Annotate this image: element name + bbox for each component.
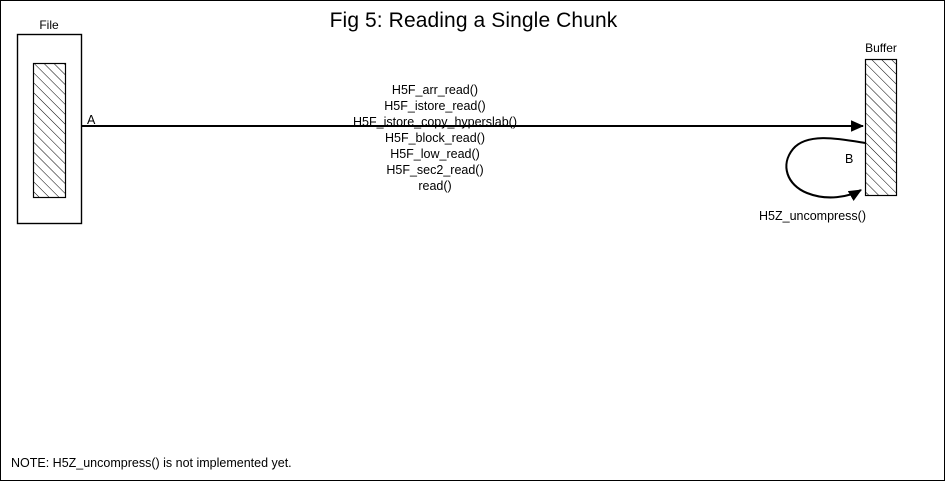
call-stack-line: H5F_istore_read() [384, 99, 486, 113]
edge-label-b: B [845, 152, 854, 166]
figure-title: Fig 5: Reading a Single Chunk [329, 9, 618, 32]
call-stack-line: H5F_arr_read() [391, 83, 479, 97]
call-stack-line: H5F_istore_copy_hyperslab() [353, 115, 517, 129]
call-stack-line: H5F_low_read() [390, 147, 480, 161]
file-box-caption: File [39, 18, 59, 32]
read-call-stack-labels: H5F_arr_read() H5F_istore_read() H5F_ist… [335, 82, 535, 194]
buffer-box-caption: Buffer [865, 41, 897, 55]
uncompress-loop-caption: H5Z_uncompress() [759, 209, 866, 223]
file-chunk-hatched [32, 62, 67, 199]
buffer-box-hatched [864, 58, 898, 197]
edge-label-a: A [87, 113, 96, 127]
uncompress-loop-arrow [785, 137, 866, 201]
call-stack-line: H5F_sec2_read() [386, 163, 484, 177]
call-stack-line: read() [418, 179, 452, 193]
footer-note: NOTE: H5Z_uncompress() is not implemente… [11, 456, 292, 470]
call-stack-line: H5F_block_read() [384, 131, 486, 145]
